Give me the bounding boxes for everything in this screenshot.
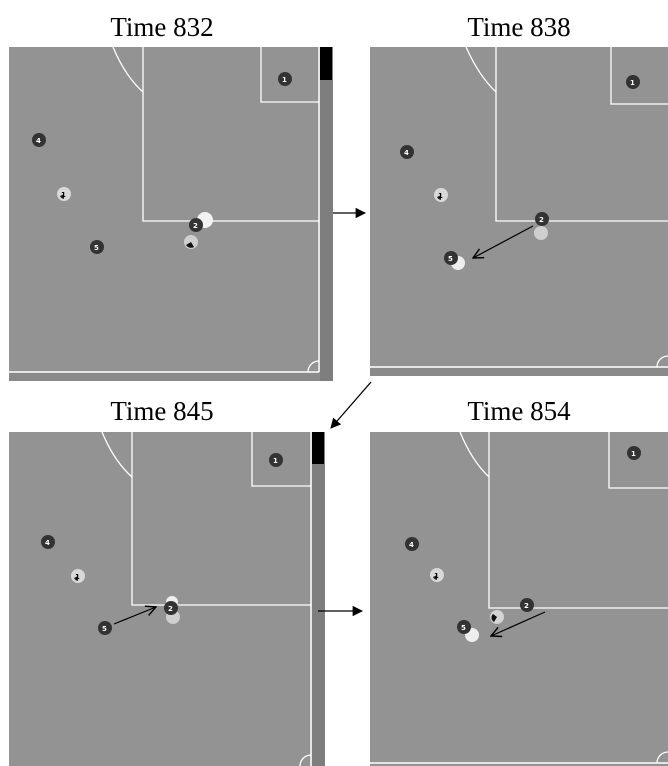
goal-box — [608, 432, 668, 489]
corner-arc — [307, 360, 320, 373]
player-dark-4: 4 — [405, 537, 419, 551]
field-frame-3: 1 4 1 2 5 — [9, 431, 325, 766]
player-number: 4 — [45, 539, 50, 547]
penalty-box — [495, 47, 668, 222]
player-number: 4 — [409, 541, 414, 549]
player-dark-5: 5 — [444, 251, 458, 265]
field-frame-4: 1 4 1 2 5 — [370, 431, 668, 766]
corner-arc — [299, 754, 312, 766]
player-number: 5 — [94, 244, 99, 252]
player-number: 1 — [75, 573, 80, 581]
penalty-arc — [465, 46, 497, 93]
player-dark-2: 2 — [520, 598, 534, 612]
player-number: 5 — [448, 255, 453, 263]
frame-title-time-838: Time 838 — [467, 12, 571, 42]
penalty-box — [488, 432, 668, 609]
player-number: 5 — [461, 624, 466, 632]
player-number: 1 — [273, 457, 278, 465]
player-light-cluster — [184, 212, 213, 249]
field-edge — [312, 432, 325, 766]
field-frame-1: 1 4 1 5 2 — [9, 46, 333, 381]
player-dark-2: 2 — [189, 218, 203, 232]
field-edge-bottom — [9, 373, 320, 381]
player-dark-2: 2 — [164, 601, 178, 615]
field-frame-2: 1 4 1 2 5 — [370, 46, 668, 376]
player-dark-4: 4 — [32, 133, 46, 147]
field-background — [9, 47, 333, 381]
player-light-1: 1 — [71, 569, 85, 583]
player-number: 2 — [193, 222, 198, 230]
player-number: 4 — [36, 137, 41, 145]
player-number: 2 — [168, 605, 173, 613]
goal-box — [260, 47, 319, 103]
player-number: 1 — [434, 572, 439, 580]
penalty-box — [142, 47, 319, 222]
goal-box — [251, 432, 311, 487]
scroll-marker — [320, 47, 332, 80]
player-dark-2: 2 — [535, 212, 549, 226]
sequence-arrow-2-to-3 — [330, 381, 372, 429]
field-edge-bottom — [370, 368, 668, 376]
player-dark-1: 1 — [269, 453, 283, 467]
player-light-1: 1 — [430, 568, 444, 582]
field-background — [370, 432, 668, 766]
player-dark-5: 5 — [90, 240, 104, 254]
player-number: 1 — [282, 76, 287, 84]
player-dark-5: 5 — [98, 621, 112, 635]
player-number: 2 — [539, 216, 544, 224]
player-dark-4: 4 — [400, 145, 414, 159]
penalty-box — [131, 432, 311, 606]
player-number: 5 — [102, 625, 107, 633]
field-background — [370, 47, 668, 376]
frame-title-time-845: Time 845 — [110, 396, 214, 426]
pass-arrow — [491, 611, 546, 636]
player-light-1: 1 — [434, 188, 448, 202]
pass-arrow — [113, 607, 156, 625]
player-dark-5: 5 — [457, 620, 471, 634]
corner-arc — [656, 751, 668, 764]
penalty-arc — [101, 431, 133, 478]
pass-arrow — [473, 225, 534, 258]
player-dark-1: 1 — [278, 72, 292, 86]
player-dark-4: 4 — [41, 535, 55, 549]
player-number: 1 — [61, 191, 66, 199]
goal-box — [610, 47, 668, 105]
player-number: 2 — [524, 602, 529, 610]
player-light-1: 1 — [57, 187, 71, 201]
player-number: 4 — [404, 149, 409, 157]
corner-arc — [656, 355, 668, 368]
player-number: 1 — [438, 192, 443, 200]
scroll-marker — [312, 432, 324, 464]
penalty-arc — [112, 46, 144, 93]
player-dark-1: 1 — [627, 446, 641, 460]
player-number: 1 — [630, 79, 635, 87]
frame-title-time-854: Time 854 — [467, 396, 571, 426]
field-edge — [320, 47, 333, 381]
player-number: 1 — [631, 450, 636, 458]
penalty-arc — [459, 431, 490, 478]
frame-title-time-832: Time 832 — [110, 12, 214, 42]
player-dark-1: 1 — [626, 75, 640, 89]
